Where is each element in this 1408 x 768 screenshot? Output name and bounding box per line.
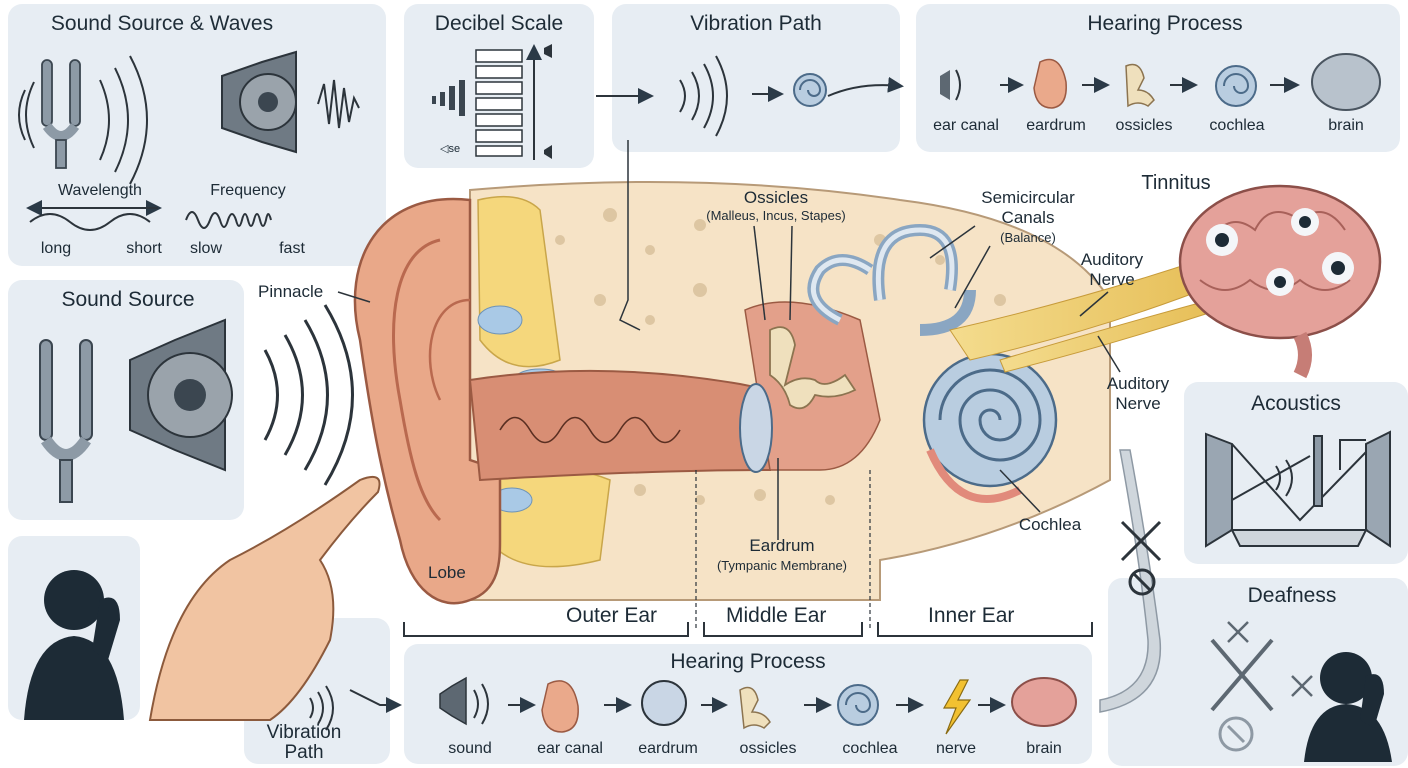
decibel-bars	[475, 49, 523, 157]
hp-top-step-ossicles: ossicles	[1115, 117, 1173, 134]
lobe-label: Lobe	[428, 563, 466, 582]
hearing-process-bottom-title: Hearing Process	[670, 650, 826, 673]
sound-waves-title: Sound Source & Waves	[50, 12, 274, 35]
hp-bottom-step-eardrum: eardrum	[638, 740, 698, 757]
frequency-label: Frequency	[210, 182, 286, 199]
small-tuning-fork-icon	[41, 59, 81, 169]
vibration-path-bottom-line2: Path	[284, 742, 324, 763]
vibration-path-top-title: Vibration Path	[690, 12, 822, 35]
hp-bottom-icons	[439, 676, 1077, 735]
semicircular-label-line1: Semicircular	[981, 188, 1075, 207]
hp-bottom-step-cochlea: cochlea	[842, 740, 898, 757]
hp-top-step-brain: brain	[1328, 117, 1364, 134]
tuning-fork-icon	[39, 339, 93, 503]
hp-bottom-step-ossicles: ossicles	[739, 740, 797, 757]
short-label: short	[126, 240, 162, 257]
hearing-process-top-title: Hearing Process	[1087, 12, 1243, 35]
sound-source-title: Sound Source	[61, 288, 195, 311]
ossicles-label: Ossicles	[743, 188, 809, 207]
hp-top-icons	[940, 53, 1381, 111]
acoustics-title: Acoustics	[1251, 392, 1341, 415]
semicircular-label-line2: Canals	[1001, 208, 1055, 227]
auditory-nerve-1-line1: Auditory	[1080, 250, 1144, 269]
deaf-person-silhouette	[1304, 652, 1392, 762]
long-label: long	[40, 240, 72, 257]
hp-bottom-step-ear-canal: ear canal	[537, 740, 603, 757]
outer-ear-label: Outer Ear	[566, 604, 658, 627]
pinnacle-label: Pinnacle	[258, 282, 324, 301]
cochlea-label: Cochlea	[1018, 515, 1082, 534]
speaker-icon	[129, 318, 233, 472]
ear-canal	[468, 369, 771, 482]
tinnitus-brain	[1178, 184, 1382, 379]
hp-bottom-step-sound: sound	[448, 740, 492, 757]
hp-bottom-step-brain: brain	[1026, 740, 1062, 757]
middle-ear-label: Middle Ear	[726, 604, 827, 627]
deafness-title: Deafness	[1247, 584, 1337, 607]
vibration-cochlea-icon	[793, 73, 827, 107]
mute-glyph: ◁se	[440, 143, 461, 155]
fast-label: fast	[279, 240, 305, 257]
pointing-hand	[148, 476, 381, 721]
acoustics-room-icon	[1205, 430, 1391, 548]
wavelength-label: Wavelength	[58, 182, 142, 199]
ossicles-shape	[769, 326, 857, 410]
inner-ear-label: Inner Ear	[928, 604, 1015, 627]
semicircular-sub-label: (Balance)	[1000, 230, 1056, 245]
small-speaker-icon	[221, 50, 297, 154]
auditory-nerve-2-line2: Nerve	[1115, 394, 1161, 413]
vibration-path-top-panel	[612, 4, 900, 152]
eardrum-shape	[739, 383, 773, 473]
tinnitus-label: Tinnitus	[1141, 172, 1211, 194]
auditory-nerve-1-line2: Nerve	[1089, 270, 1135, 289]
hp-top-step-eardrum: eardrum	[1026, 117, 1086, 134]
ossicles-sub-label: (Malleus, Incus, Stapes)	[706, 208, 846, 223]
auditory-nerve-2-line1: Auditory	[1106, 374, 1170, 393]
listener-silhouette	[24, 570, 124, 720]
decibel-title: Decibel Scale	[434, 12, 564, 35]
hp-top-step-cochlea: cochlea	[1209, 117, 1265, 134]
eardrum-sub-label: (Tympanic Membrane)	[716, 558, 848, 573]
eardrum-label: Eardrum	[749, 536, 815, 555]
vibration-path-bottom-line1: Vibration	[266, 722, 342, 743]
slow-label: slow	[189, 240, 223, 257]
lower-tissue	[485, 465, 611, 568]
cochlea-shape	[922, 352, 1058, 503]
hp-bottom-step-nerve: nerve	[935, 740, 977, 757]
hp-top-step-ear-canal: ear canal	[933, 117, 999, 134]
sound-waves-large	[263, 304, 354, 486]
